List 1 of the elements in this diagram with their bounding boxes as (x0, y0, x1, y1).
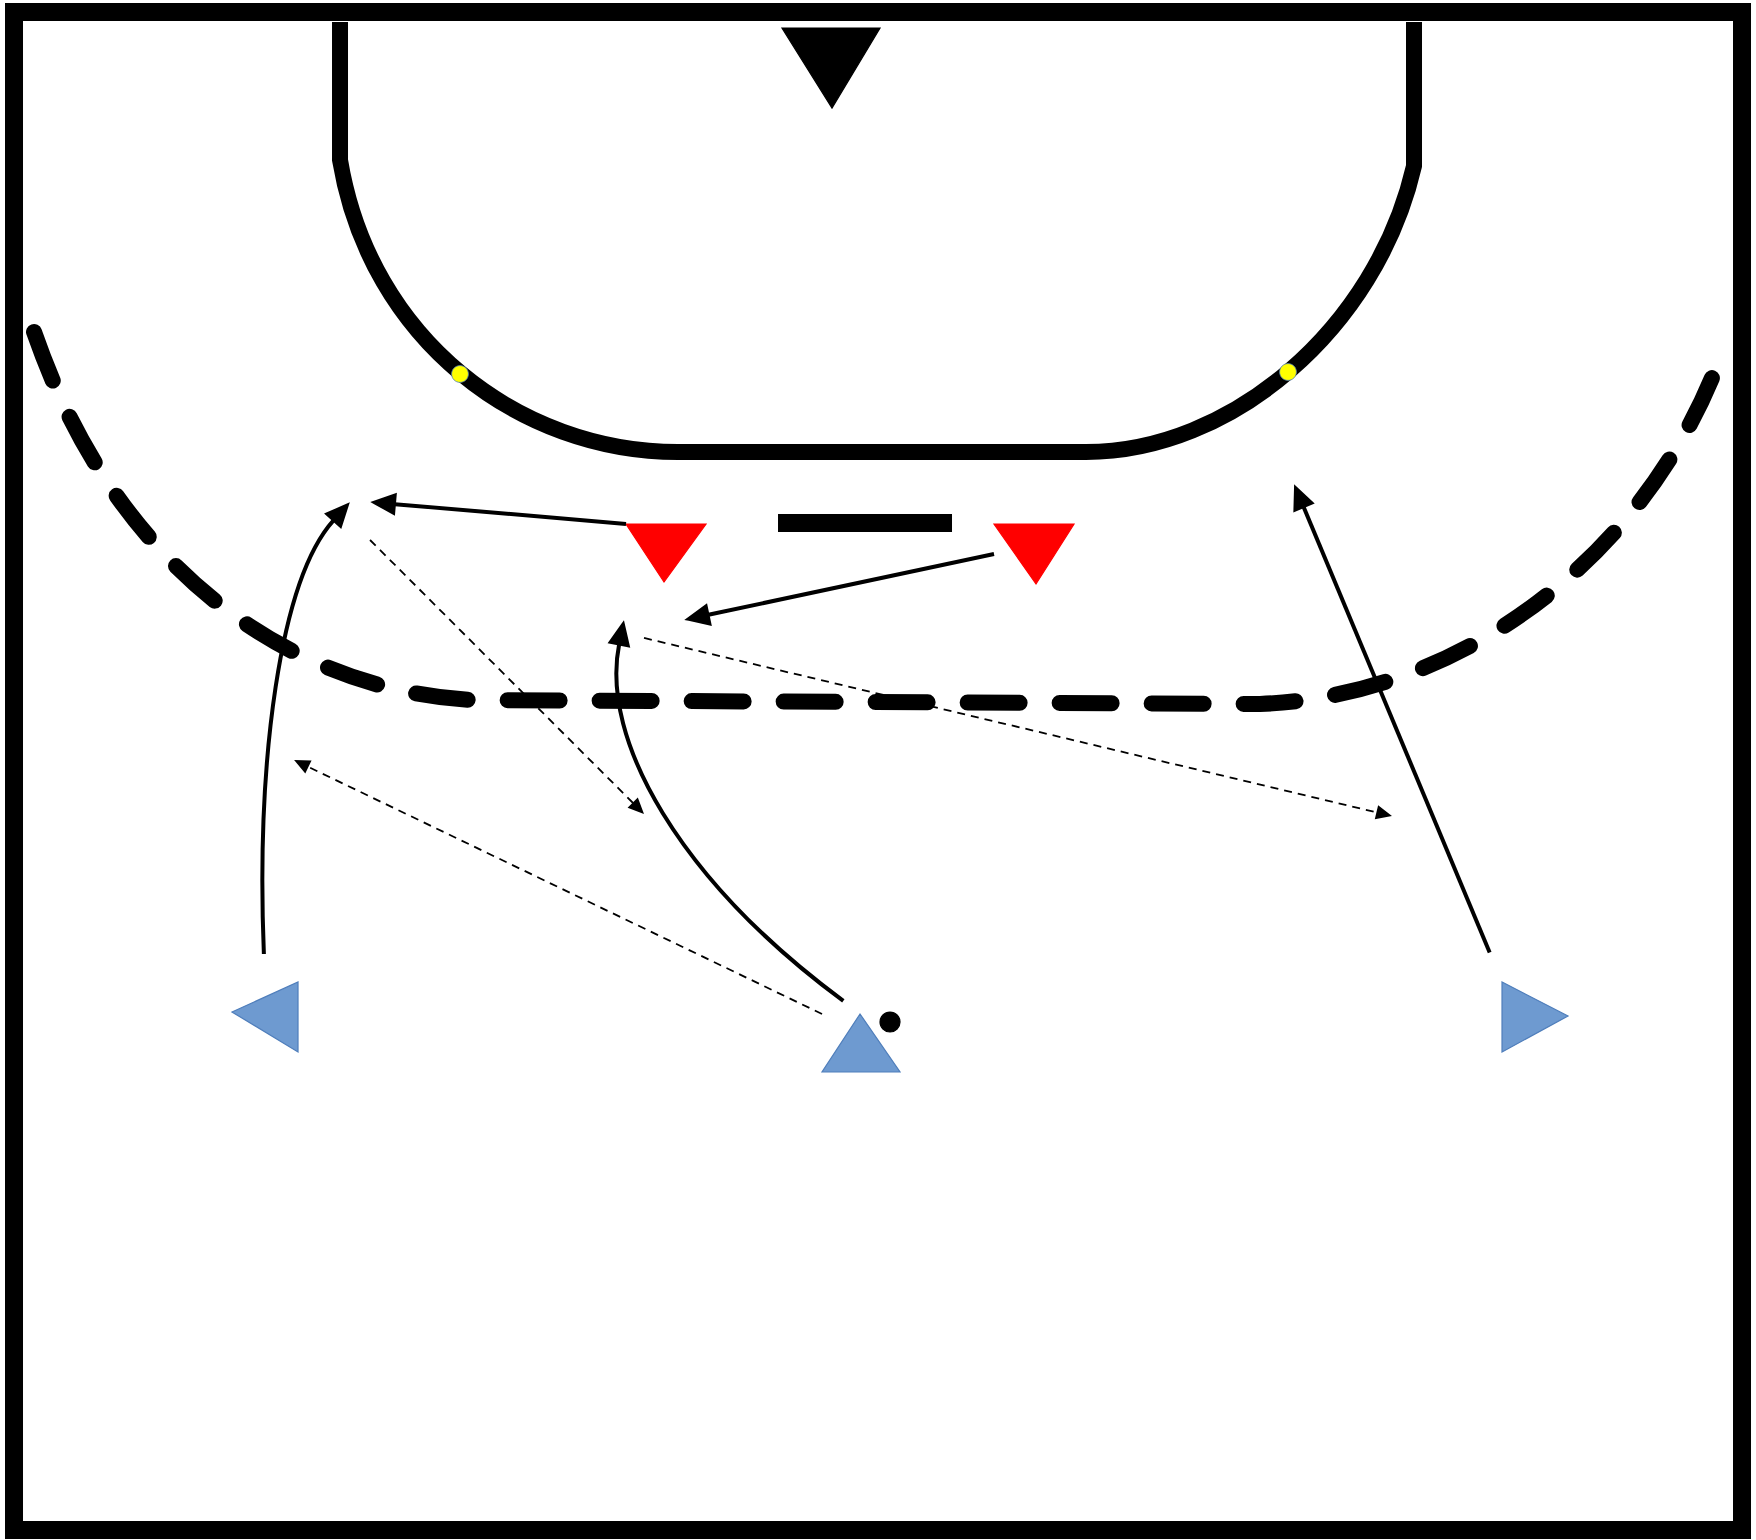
ball (879, 1011, 901, 1033)
